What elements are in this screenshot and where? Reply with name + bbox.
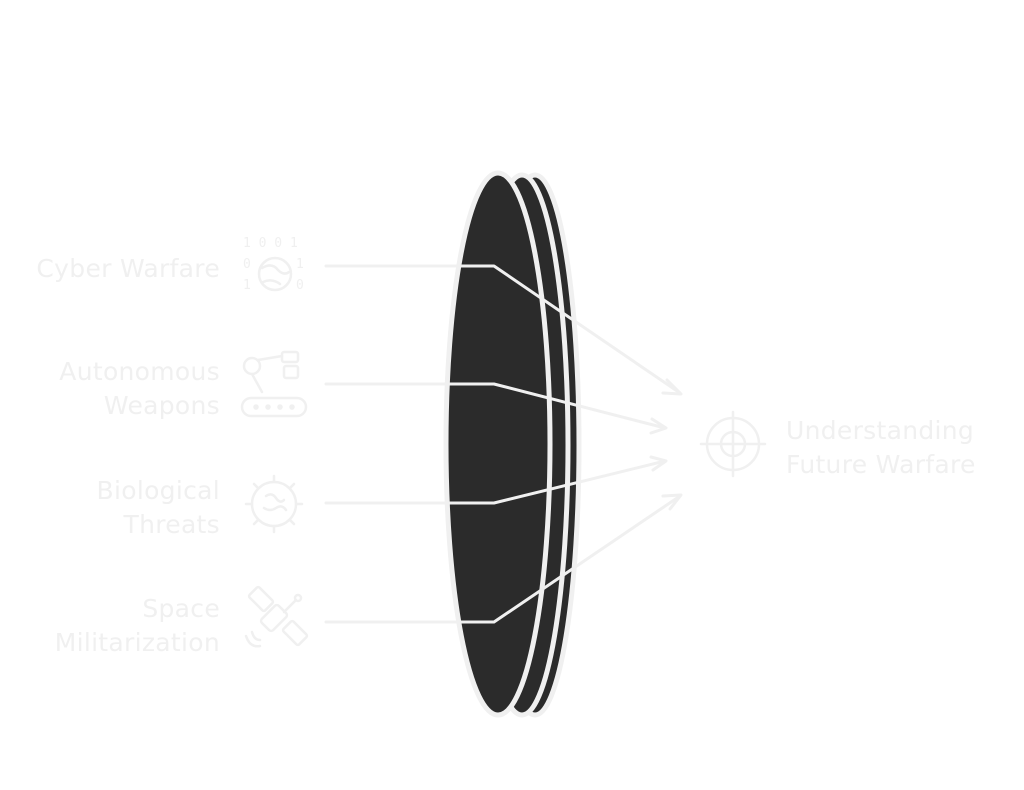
- svg-text:1 0 0 1: 1 0 0 1: [243, 236, 298, 251]
- output-label-understanding-future-warfare: Understanding Future Warfare: [786, 414, 1016, 482]
- label-line: Biological: [96, 476, 220, 505]
- lens-front-layer: [443, 170, 553, 718]
- arrow-head-1: [661, 378, 683, 396]
- connector-biological-threats: [324, 459, 667, 505]
- label-line: Space: [142, 594, 220, 623]
- connector-space-militarization: [324, 494, 682, 624]
- input-label-space-militarization: Space Militarization: [0, 592, 220, 660]
- label-line: Weapons: [103, 391, 220, 420]
- svg-text:1: 1: [243, 278, 251, 293]
- robot-arm-conveyor-icon: [240, 350, 308, 418]
- label-line: Understanding: [786, 416, 975, 445]
- label-line: Future Warfare: [786, 450, 976, 479]
- connector-cyber-warfare: [324, 264, 682, 395]
- label-line: Militarization: [54, 628, 220, 657]
- arrow-head-4: [661, 493, 683, 511]
- input-label-autonomous-weapons: Autonomous Weapons: [0, 355, 220, 423]
- svg-text:0: 0: [243, 257, 251, 272]
- arrow-heads: [649, 378, 683, 511]
- input-label-biological-threats: Biological Threats: [0, 474, 220, 542]
- label-line: Autonomous: [59, 357, 220, 386]
- virus-icon: [244, 474, 304, 534]
- connector-autonomous-weapons: [324, 382, 667, 430]
- label-line: Cyber Warfare: [36, 254, 220, 283]
- svg-text:0: 0: [296, 278, 304, 293]
- input-label-cyber-warfare: Cyber Warfare: [0, 252, 220, 286]
- lens-shape: [443, 170, 582, 718]
- input-connectors: [324, 264, 682, 624]
- binary-globe-icon: 1 0 0 1 0 1 1 0: [243, 236, 304, 293]
- arrow-head-3: [649, 455, 668, 472]
- arrow-head-2: [649, 417, 668, 435]
- satellite-icon: [244, 585, 309, 648]
- crosshair-target-icon: [699, 410, 767, 478]
- svg-text:1: 1: [296, 257, 304, 272]
- label-line: Threats: [123, 510, 220, 539]
